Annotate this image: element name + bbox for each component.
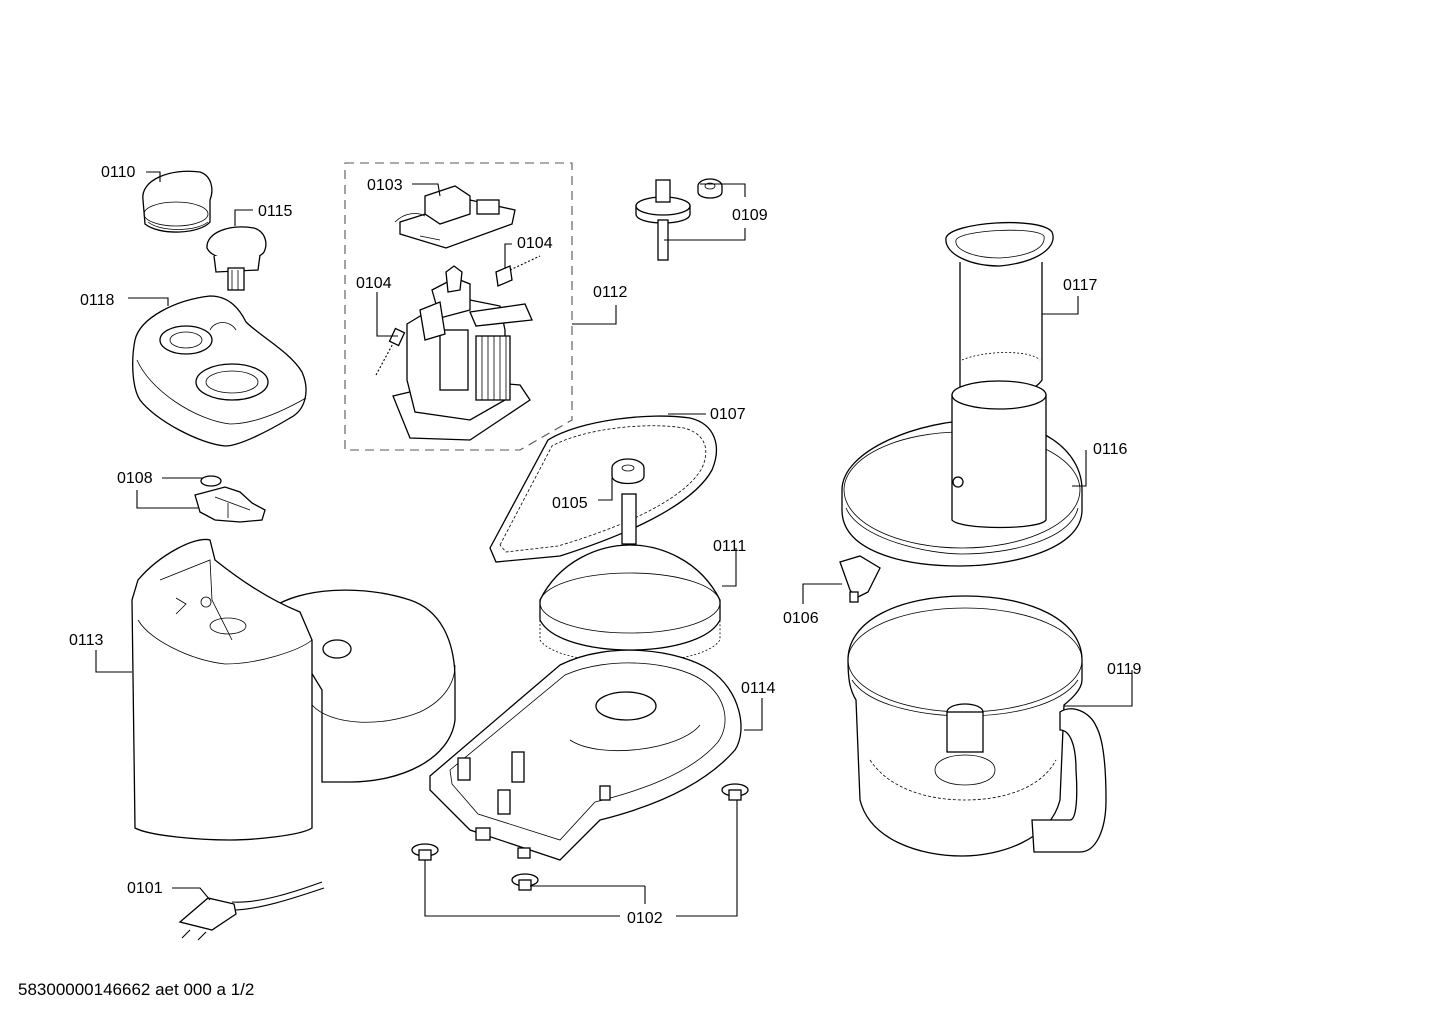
- part-0115-knob: [206, 226, 267, 291]
- label-0102: 0102: [627, 910, 663, 927]
- part-0105-bushing: [611, 458, 645, 485]
- label-0118: 0118: [80, 292, 115, 309]
- part-0110-cap: [142, 170, 213, 233]
- part-labels: 0110 0115 0118 0103 0104 0104 0112 0109 …: [69, 164, 1142, 927]
- label-0110: 0110: [101, 164, 136, 181]
- part-0118-lid: [132, 295, 307, 447]
- part-0116-bowl-lid: [841, 380, 1083, 567]
- label-0117: 0117: [1063, 277, 1098, 294]
- label-0108: 0108: [117, 470, 153, 487]
- part-0107-drive-belt: [489, 415, 717, 563]
- part-0101-power-cable: [178, 881, 325, 941]
- label-0119: 0119: [1107, 661, 1142, 678]
- part-0104-carbon-brush-right: [495, 255, 541, 287]
- label-0111: 0111: [713, 538, 746, 555]
- label-0107: 0107: [710, 406, 746, 423]
- label-0115: 0115: [258, 203, 293, 220]
- part-0117-food-pusher: [945, 221, 1054, 399]
- label-0116: 0116: [1093, 441, 1128, 458]
- part-0103-circuit-board: [394, 185, 516, 249]
- part-0109-drive-shaft: [635, 178, 723, 261]
- label-0114: 0114: [741, 680, 776, 697]
- part-0112-motor: [392, 265, 533, 441]
- label-0101: 0101: [127, 880, 163, 897]
- part-0113-housing: [131, 538, 456, 841]
- part-0106-blade-holder: [839, 555, 881, 603]
- document-code: 58300000146662 aet 000 a 1/2: [18, 980, 255, 999]
- label-0113: 0113: [69, 632, 104, 649]
- label-0106: 0106: [783, 610, 819, 627]
- label-0109: 0109: [732, 207, 768, 224]
- part-0102-foot-left: [411, 843, 439, 861]
- part-0108-switch: [194, 475, 266, 523]
- label-0105: 0105: [552, 495, 588, 512]
- label-0104-right: 0104: [517, 235, 553, 252]
- label-0104-left: 0104: [356, 275, 392, 292]
- leader-lines: [95, 171, 1133, 917]
- part-0102-foot-right: [721, 783, 749, 801]
- part-0114-base-plate: [429, 649, 742, 861]
- label-0103: 0103: [367, 177, 403, 194]
- label-0112: 0112: [593, 284, 628, 301]
- part-0104-carbon-brush-left: [375, 327, 406, 376]
- assembly-frame-0112: [344, 162, 573, 451]
- part-0119-bowl: [847, 595, 1107, 857]
- part-0102-foot-middle: [511, 873, 539, 891]
